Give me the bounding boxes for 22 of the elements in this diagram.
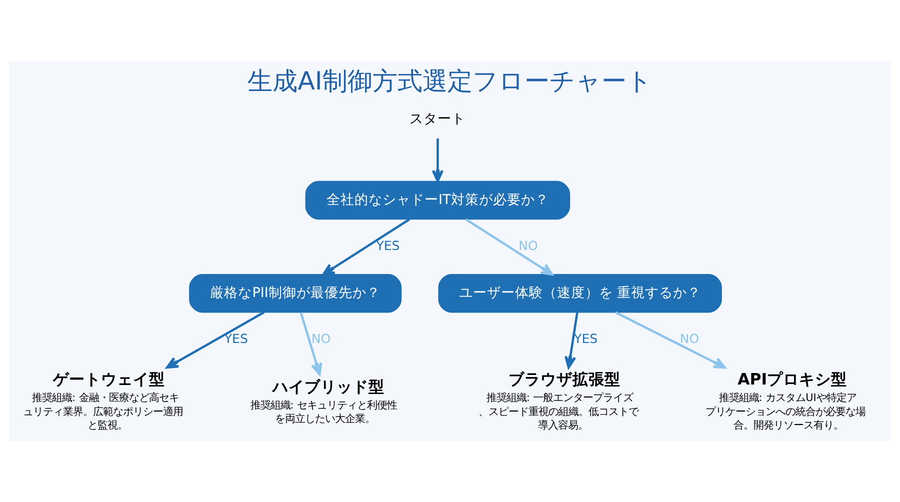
edge-label: NO: [311, 331, 331, 346]
arrow: [166, 311, 265, 369]
node-box: ユーザー体験（速度）を 重視するか？: [438, 274, 722, 313]
node-box: 厳格なPII制御が最優先か？: [189, 274, 402, 313]
arrow: [564, 312, 578, 369]
arrow: [614, 311, 726, 369]
edge-label: YES: [376, 238, 400, 254]
edge-label: NO: [518, 238, 538, 254]
edge-label: YES: [574, 331, 598, 346]
diagram-title: 生成AI制御方式選定フローチャート: [248, 66, 652, 96]
edge-label: NO: [680, 331, 700, 346]
node-text: スタート: [410, 111, 466, 128]
node-box: 全社的なシャドーIT対策が必要か？: [305, 180, 570, 220]
edge-label: YES: [224, 331, 248, 346]
arrow: [322, 218, 410, 276]
arrow: [465, 218, 554, 276]
node-text: APIプロキシ型 推奨組織: カスタムUIや特定アプリケーションへの統合が必要な場合。開発リソース有り。: [706, 369, 866, 432]
arrow: [432, 138, 444, 182]
arrow: [300, 312, 322, 376]
node-text: ゲートウェイ型 推奨組織: 金融・医療など高セキュリティ業界。広範なポリシー適用と監視。: [23, 369, 184, 432]
node-text: ハイブリッド型 推奨組織: セキュリティと利便性を両立したい大企業。: [250, 376, 398, 426]
node-text: ブラウザ拡張型 推奨組織: 一般エンタープライズ、スピード重視の組織。低コストで導入容易。: [478, 369, 639, 432]
